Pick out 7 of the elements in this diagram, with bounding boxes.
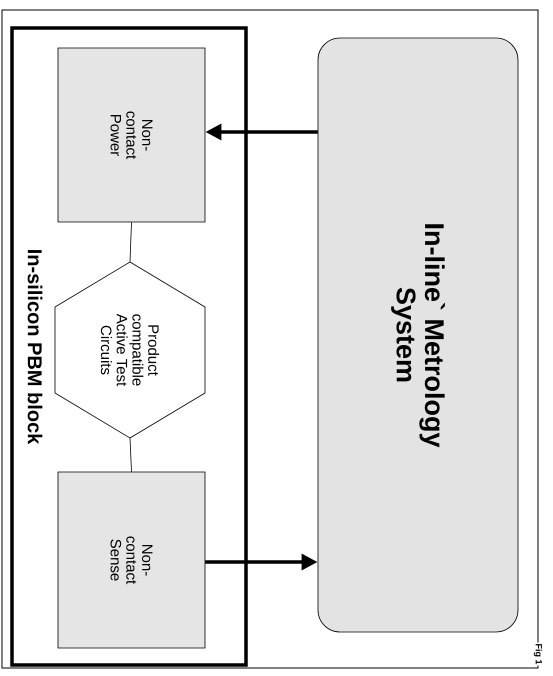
hatched-box: Non-contact Power — [58, 48, 206, 222]
hexagon: Product compatible Active Test Circuits — [54, 262, 206, 438]
connector-line — [130, 222, 132, 262]
figure-label: Fig 1 — [532, 642, 544, 666]
rounded-box: In-line` Metrology System — [318, 38, 518, 632]
connector-line — [130, 438, 132, 472]
hatched-box: Non-contact Sense — [58, 472, 206, 648]
